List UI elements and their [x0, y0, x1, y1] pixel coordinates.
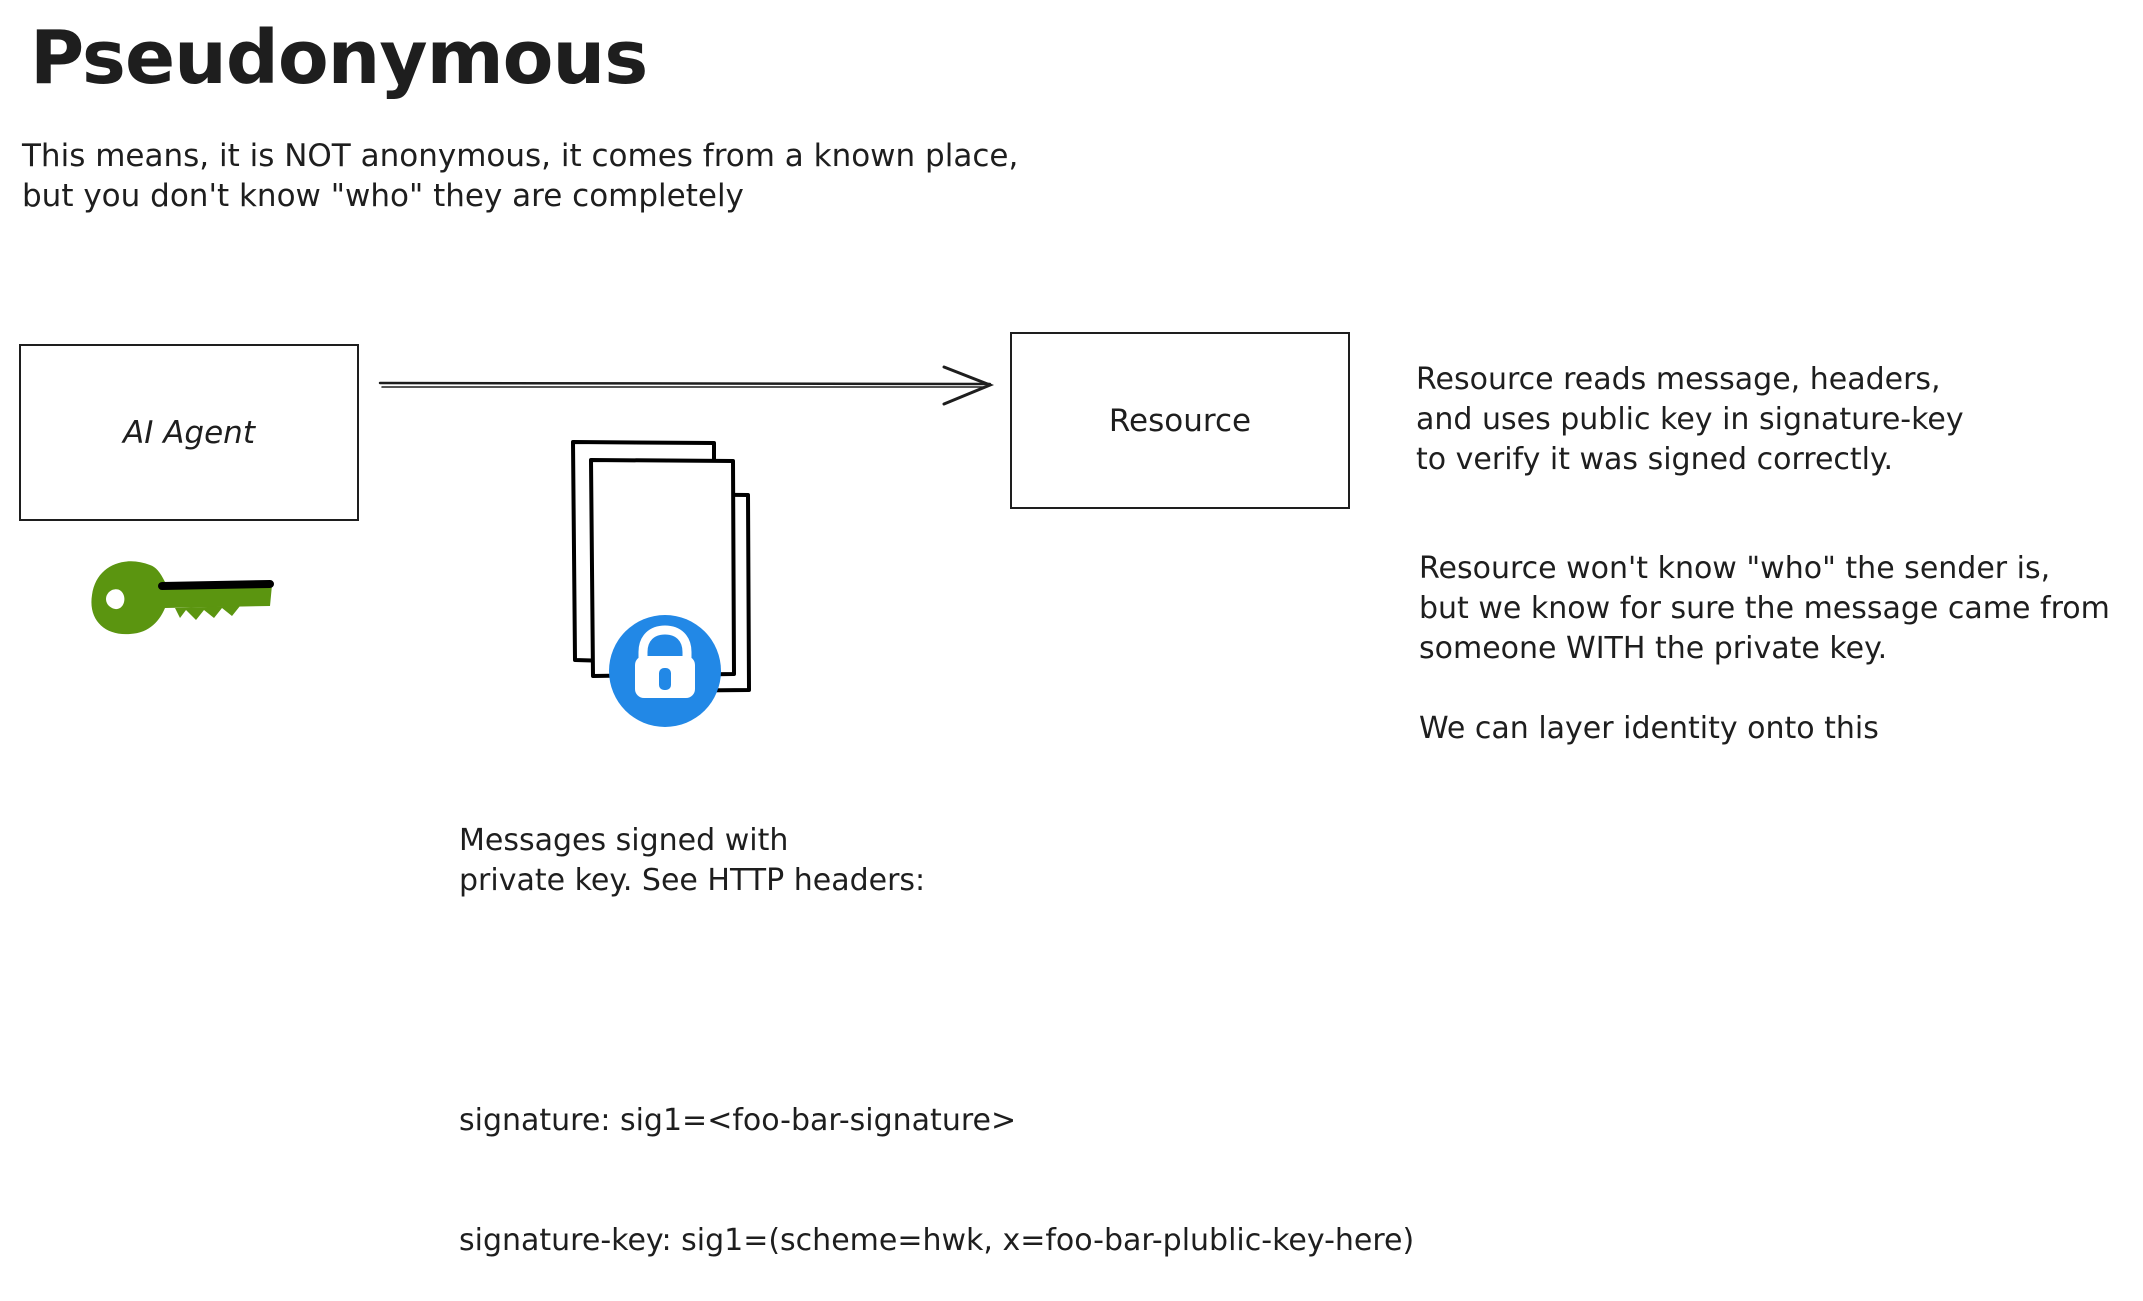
messages-description: Messages signed with private key. See HT… [459, 741, 1414, 1301]
arrow-agent-to-resource[interactable] [378, 365, 995, 406]
ai-agent-label: AI Agent [123, 414, 255, 451]
resource-node[interactable]: Resource [1010, 332, 1350, 509]
ai-agent-node[interactable]: AI Agent [19, 344, 359, 521]
signature-header: signature: sig1=<foo-bar-signature> [459, 1103, 1017, 1138]
arrow-head [942, 365, 995, 406]
messages-caption: Messages signed with private key. See HT… [459, 823, 926, 898]
anonymity-note: Resource won't know "who" the sender is,… [1419, 551, 2110, 666]
diagram-graphics [91, 365, 995, 727]
signature-key-header: signature-key: sig1=(scheme=hwk, x=foo-b… [459, 1223, 1415, 1258]
arrow-shaft [378, 381, 992, 386]
subtitle: This means, it is NOT anonymous, it come… [22, 138, 1019, 214]
identity-note: We can layer identity onto this [1419, 711, 1879, 746]
page-title: Pseudonymous [30, 15, 648, 101]
resource-label: Resource [1108, 402, 1252, 439]
document-front [589, 458, 736, 678]
lock-icon [609, 615, 721, 727]
key-icon [91, 561, 274, 635]
verify-note: Resource reads message, headers, and use… [1416, 362, 1964, 477]
